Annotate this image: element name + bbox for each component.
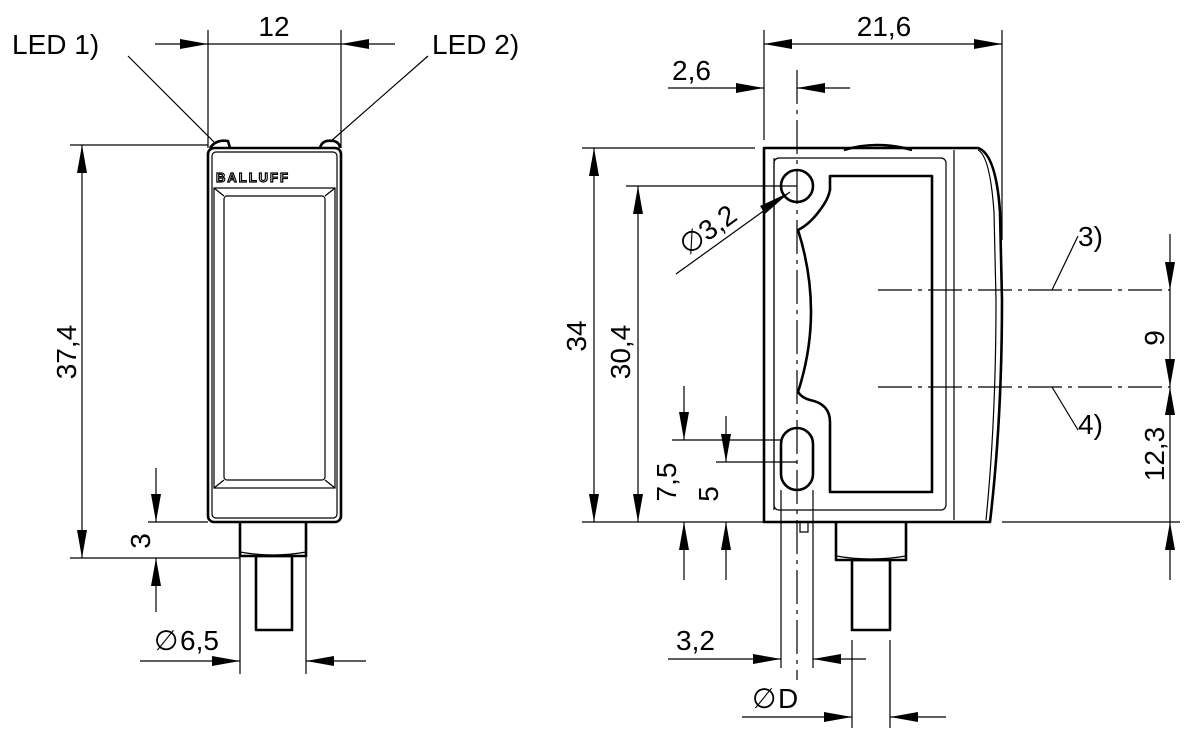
- front-cable: [254, 554, 294, 632]
- dim-cable-symbol: ∅: [752, 683, 776, 714]
- side-cable: [850, 558, 892, 632]
- dim-plug-diameter-label: 6,5: [180, 625, 219, 656]
- side-window: [796, 174, 934, 494]
- side-view: 21,6 2,6 34 30,4 ∅ 3,2 7,5: [561, 11, 1180, 728]
- dim-hole-spacing-label: 30,4: [605, 325, 636, 380]
- front-housing: [206, 146, 343, 524]
- dim-slot-pos-label: 7,5: [651, 463, 682, 502]
- side-housing: [762, 146, 1004, 524]
- dim-slot-len-label: 5: [693, 486, 724, 502]
- side-plug: [834, 522, 908, 562]
- dim-side-height-label: 34: [561, 320, 592, 351]
- front-plug: [238, 522, 308, 558]
- led-2-label: LED 2): [432, 29, 519, 60]
- note-upper-label: 3): [1078, 221, 1103, 252]
- front-view: BALLUFF 12 LED 1) LED 2) 37,4: [12, 11, 519, 674]
- dim-depth-label: 21,6: [857, 11, 912, 42]
- dim-height-label: 37,4: [51, 325, 82, 380]
- dim-offset-label: 2,6: [672, 55, 711, 86]
- dim-plug-diameter-symbol: ∅: [154, 625, 178, 656]
- led-1-label: LED 1): [12, 29, 99, 60]
- dim-axis-spacing-label: 9: [1139, 330, 1170, 346]
- front-window: [213, 187, 336, 489]
- brand-logo: BALLUFF: [216, 170, 290, 185]
- dim-width-label: 12: [258, 11, 289, 42]
- dim-cable-label: D: [778, 683, 798, 714]
- note-lower-label: 4): [1078, 409, 1103, 440]
- dim-plug-label: 3: [125, 533, 156, 549]
- dim-slot-x-label: 3,2: [676, 625, 715, 656]
- led-1-bump: [208, 139, 232, 149]
- led-2-bump: [318, 139, 342, 149]
- dim-axis-bottom-label: 12,3: [1139, 427, 1170, 482]
